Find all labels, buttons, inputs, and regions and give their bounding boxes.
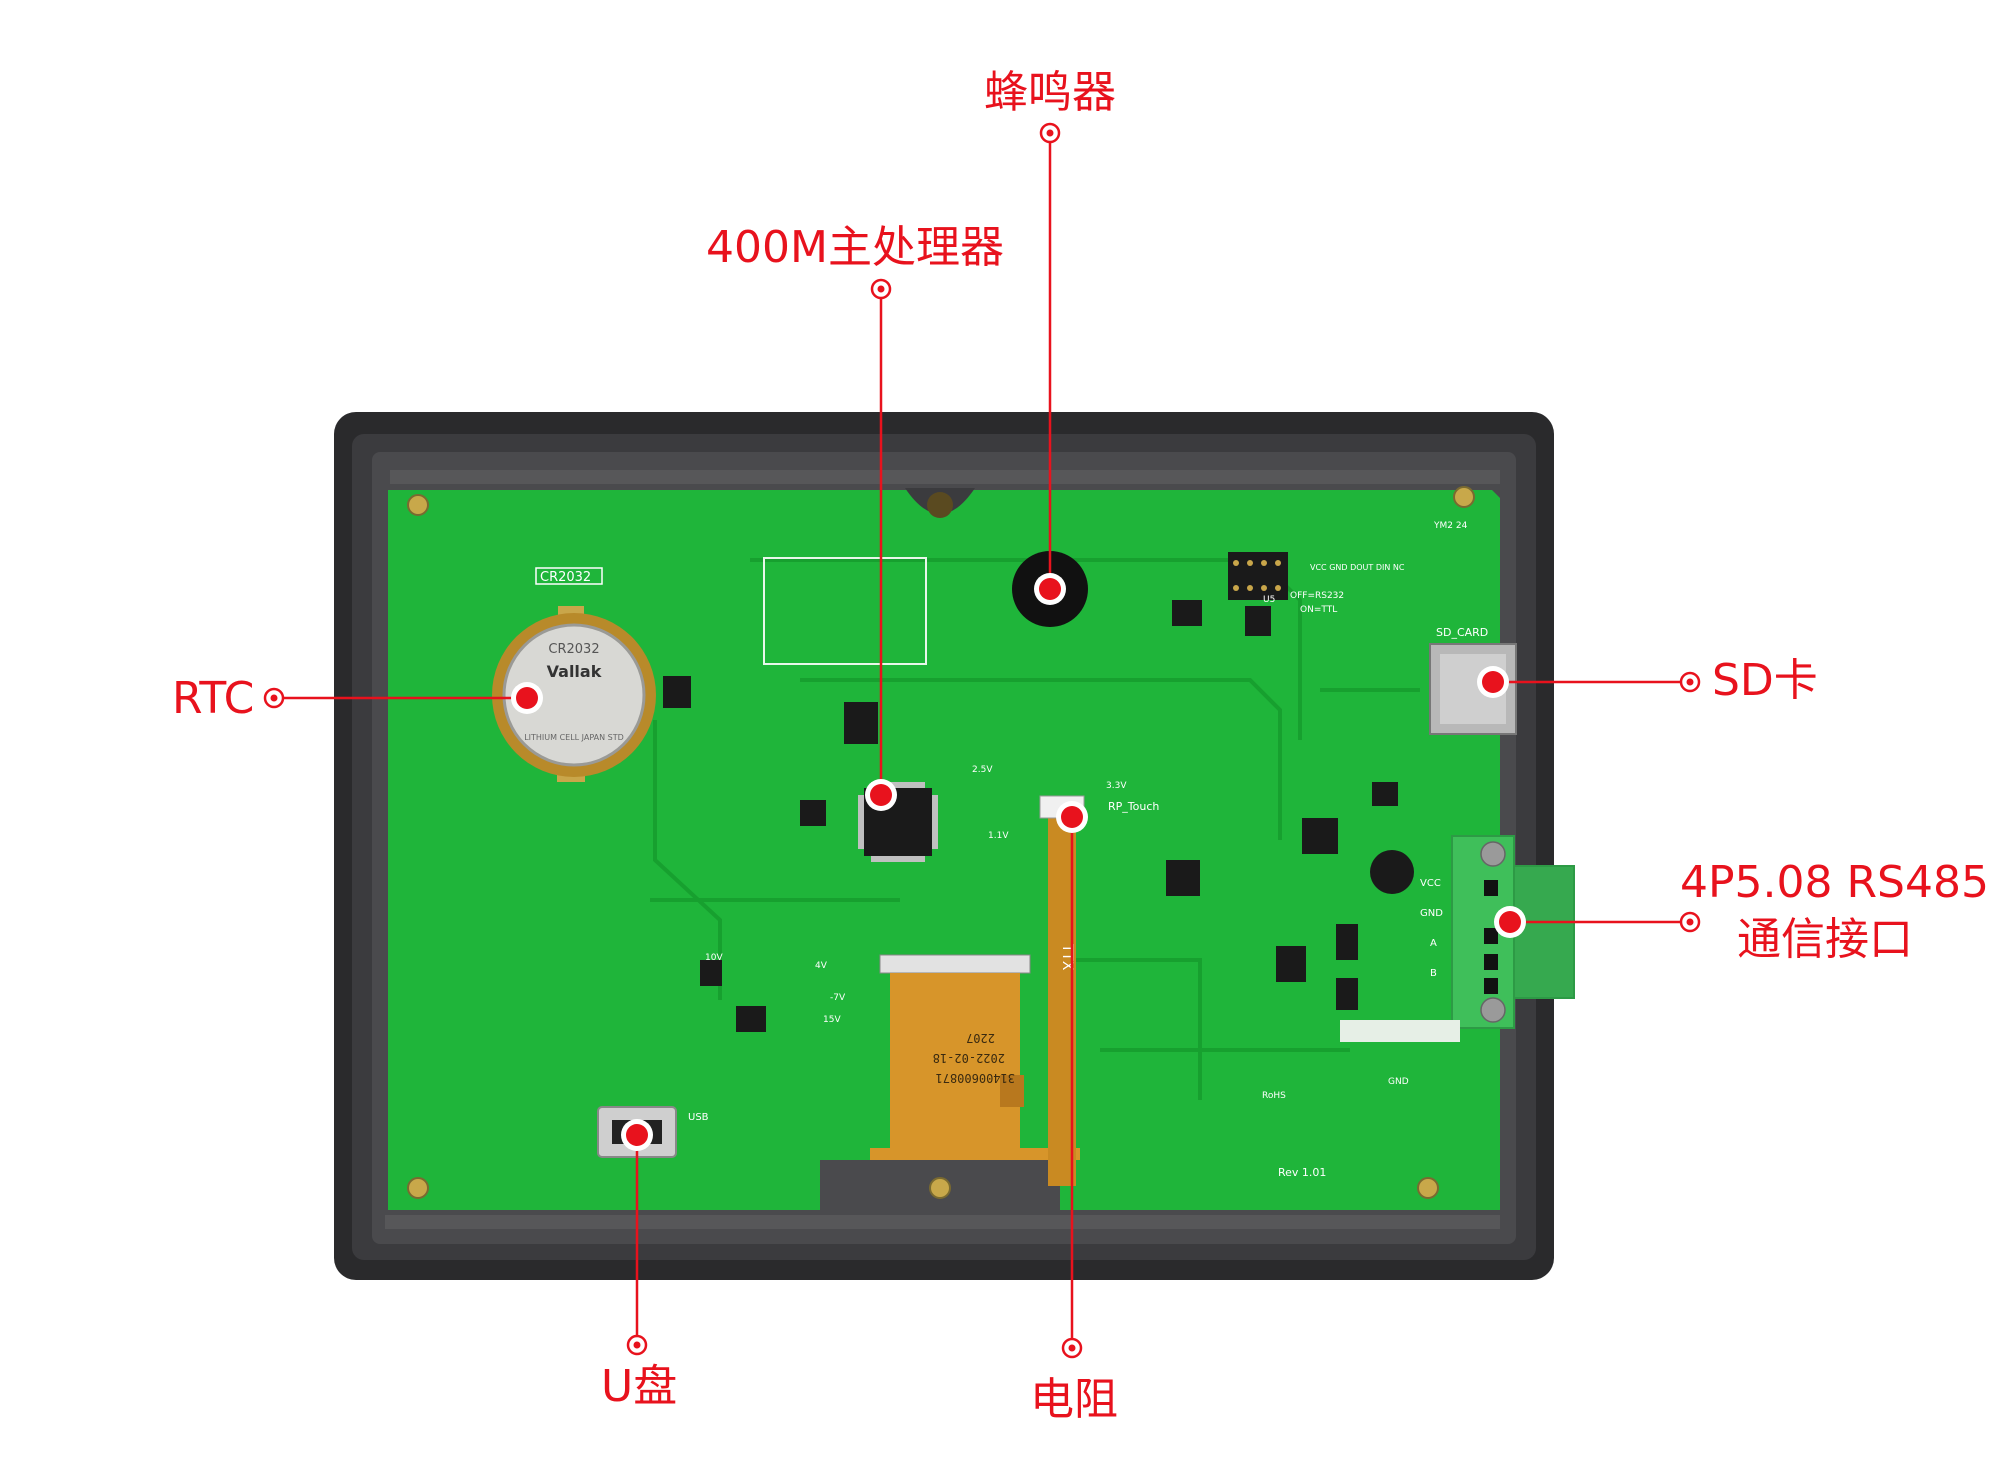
callout-buzzer-label: 蜂鸣器	[984, 67, 1116, 118]
flex-date: 2022-02-18	[933, 1051, 1005, 1065]
flex-cable	[870, 973, 1080, 1160]
processor-pins	[858, 782, 938, 862]
callout-marker	[516, 687, 538, 709]
callout-marker	[1499, 911, 1521, 933]
battery-label-box	[535, 567, 603, 585]
v33-label: 3.3V	[1106, 781, 1127, 791]
rohs-label: RoHS	[1262, 1091, 1286, 1101]
silkscreen-box	[763, 557, 927, 665]
mode2-label: ON=TTL	[1300, 605, 1337, 615]
callout-anchor-dot	[1068, 1344, 1076, 1352]
mode-label: OFF=RS232	[1290, 591, 1344, 601]
callout-marker	[626, 1124, 648, 1146]
battery-sub: LITHIUM CELL JAPAN STD	[524, 733, 624, 742]
terminal-b-label: B	[1430, 968, 1437, 979]
gnd-label: GND	[1388, 1077, 1409, 1087]
callout-sd-label: SD卡	[1712, 655, 1818, 706]
pin-header	[1228, 552, 1288, 600]
flex-serial: 31400600871	[936, 1071, 1015, 1085]
standoff-top	[927, 492, 953, 518]
callout-anchor-dot	[633, 1341, 641, 1349]
v4-label: 4V	[815, 961, 828, 971]
callout-anchor-dot	[1686, 678, 1694, 686]
flex-stiffener	[1000, 1075, 1024, 1107]
usb-silk-label: USB	[688, 1112, 709, 1123]
callout-resistor-label: 电阻	[1030, 1374, 1118, 1425]
callout-processor-label: 400M主处理器	[706, 222, 1004, 273]
terminal-screws	[1480, 841, 1506, 1023]
enclosure-clip-top	[390, 470, 1500, 484]
v11-label: 1.1V	[988, 831, 1009, 841]
battery-label: CR2032	[540, 570, 591, 585]
callout-anchor-dot	[1046, 129, 1054, 137]
pcb	[388, 490, 1500, 1210]
callout-usb-label: U盘	[601, 1361, 678, 1412]
sd-silk-label: SD_CARD	[1436, 626, 1488, 639]
v7-label: -7V	[830, 993, 846, 1003]
callout-marker	[1482, 671, 1504, 693]
terminal-block-body	[1513, 865, 1575, 999]
pins-label: VCC GND DOUT DIN NC	[1310, 563, 1405, 572]
v10-label: 10V	[705, 953, 723, 963]
flex-lot: 2207	[966, 1031, 995, 1045]
v25-label: 2.5V	[972, 765, 993, 775]
callout-marker	[1039, 578, 1061, 600]
small-chips	[663, 600, 1398, 1032]
capacitor	[1370, 850, 1414, 894]
callout-anchor-dot	[1686, 918, 1694, 926]
pin-header-pins	[1233, 560, 1281, 591]
callout-rs485-line1: 4P5.08 RS485	[1680, 857, 1989, 908]
terminal-gnd-label: GND	[1420, 908, 1443, 919]
callout-lines	[263, 122, 1701, 1359]
terminal-vcc-label: VCC	[1420, 878, 1441, 889]
rev-label: Rev 1.01	[1278, 1166, 1326, 1179]
terminal-ports	[1484, 880, 1498, 994]
battery-brand: Vallak	[547, 662, 602, 681]
pcb-traces	[650, 558, 1420, 1100]
fpc-connector	[879, 954, 1031, 974]
touch-silk-label: RP_Touch	[1108, 800, 1159, 813]
battery-model: CR2032	[548, 642, 599, 657]
callout-anchor-dot	[270, 694, 278, 702]
mounting-holes	[407, 486, 1475, 1199]
label-sticker	[1340, 1020, 1460, 1042]
callout-rs485-line2: 通信接口	[1737, 914, 1913, 965]
corner-label: YM2 24	[1433, 521, 1468, 531]
v15-label: 15V	[823, 1015, 841, 1025]
callout-anchor-dot	[877, 285, 885, 293]
callout-marker	[1061, 806, 1083, 828]
coin-battery	[502, 623, 646, 767]
terminal-a-label: A	[1430, 938, 1437, 949]
callout-marker	[870, 784, 892, 806]
u5-label: U5	[1263, 595, 1275, 605]
enclosure-clip-bottom	[385, 1215, 1500, 1229]
callout-rtc-label: RTC	[172, 673, 255, 724]
